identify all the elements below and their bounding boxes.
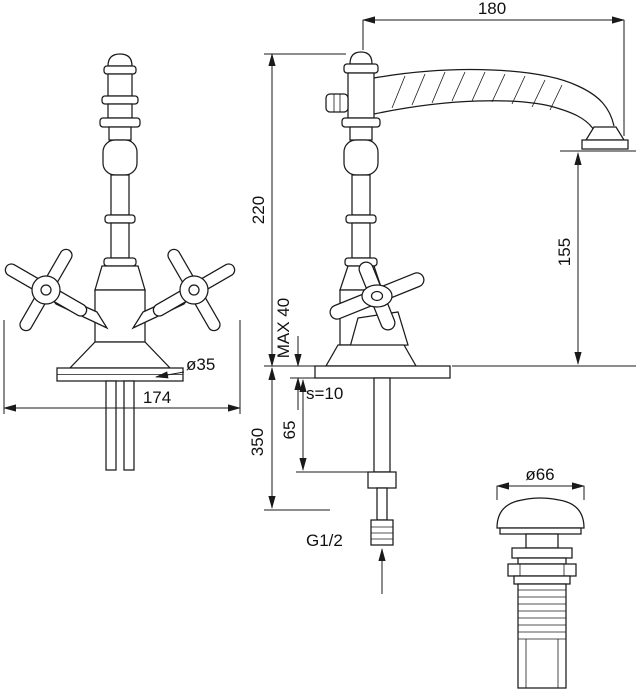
waste-cap <box>496 497 585 529</box>
dim-label-hose-length: 350 <box>248 428 267 456</box>
dim-label-cap-diameter: ø66 <box>525 465 554 484</box>
dim-body-height: 220 <box>249 53 346 367</box>
dim-base-diameter: ø35 <box>155 355 215 379</box>
waste-threaded-body <box>517 583 567 689</box>
dim-spout-reach: 180 <box>362 0 625 136</box>
dim-label-body-height: 220 <box>249 196 268 224</box>
dim-label-max-deck-thickness: MAX 40 <box>274 298 293 358</box>
side-lever <box>325 93 349 113</box>
dim-label-thread-size: G1/2 <box>306 531 343 550</box>
side-finial-dome <box>349 51 373 65</box>
dim-hose-length: 350 <box>248 367 330 511</box>
dim-shank-length: 65 <box>280 379 368 473</box>
front-escutcheon <box>68 341 172 369</box>
spout-top-edge <box>373 68 615 127</box>
dim-plate-thickness: s=10 <box>306 384 343 403</box>
dim-cap-diameter: ø66 <box>496 465 585 500</box>
supply-tube-left <box>105 380 117 471</box>
dim-label-plate-thickness: s=10 <box>306 384 343 403</box>
waste-view <box>496 497 585 689</box>
dim-thread-size: G1/2 <box>306 531 386 594</box>
side-handle <box>329 261 425 348</box>
front-view <box>4 53 236 471</box>
front-handle-left <box>4 248 109 332</box>
side-upper-body <box>347 72 375 119</box>
waste-flanges <box>507 547 577 585</box>
shank-and-hose <box>367 377 397 546</box>
dim-max-deck-thickness: MAX 40 <box>274 298 315 410</box>
front-finial-dome <box>107 53 133 67</box>
supply-tube-right <box>123 380 135 471</box>
spout-bottom-edge <box>373 100 595 131</box>
dim-outlet-height: 155 <box>452 150 636 367</box>
spout-hatching <box>391 71 563 111</box>
dim-label-spout-reach: 180 <box>478 0 506 18</box>
spout-outlet <box>581 126 629 150</box>
deck-plate <box>314 365 451 379</box>
dim-label-outlet-height: 155 <box>555 238 574 266</box>
side-escutcheon <box>324 344 418 367</box>
dim-label-overall-width: 174 <box>143 388 171 407</box>
waste-stem <box>525 533 559 549</box>
front-handle-right <box>131 248 236 332</box>
dim-label-base-diameter: ø35 <box>186 355 215 374</box>
dim-label-shank-length: 65 <box>280 421 299 440</box>
dim-overall-width: 174 <box>3 320 241 414</box>
front-body <box>94 289 146 343</box>
side-view <box>314 51 629 546</box>
